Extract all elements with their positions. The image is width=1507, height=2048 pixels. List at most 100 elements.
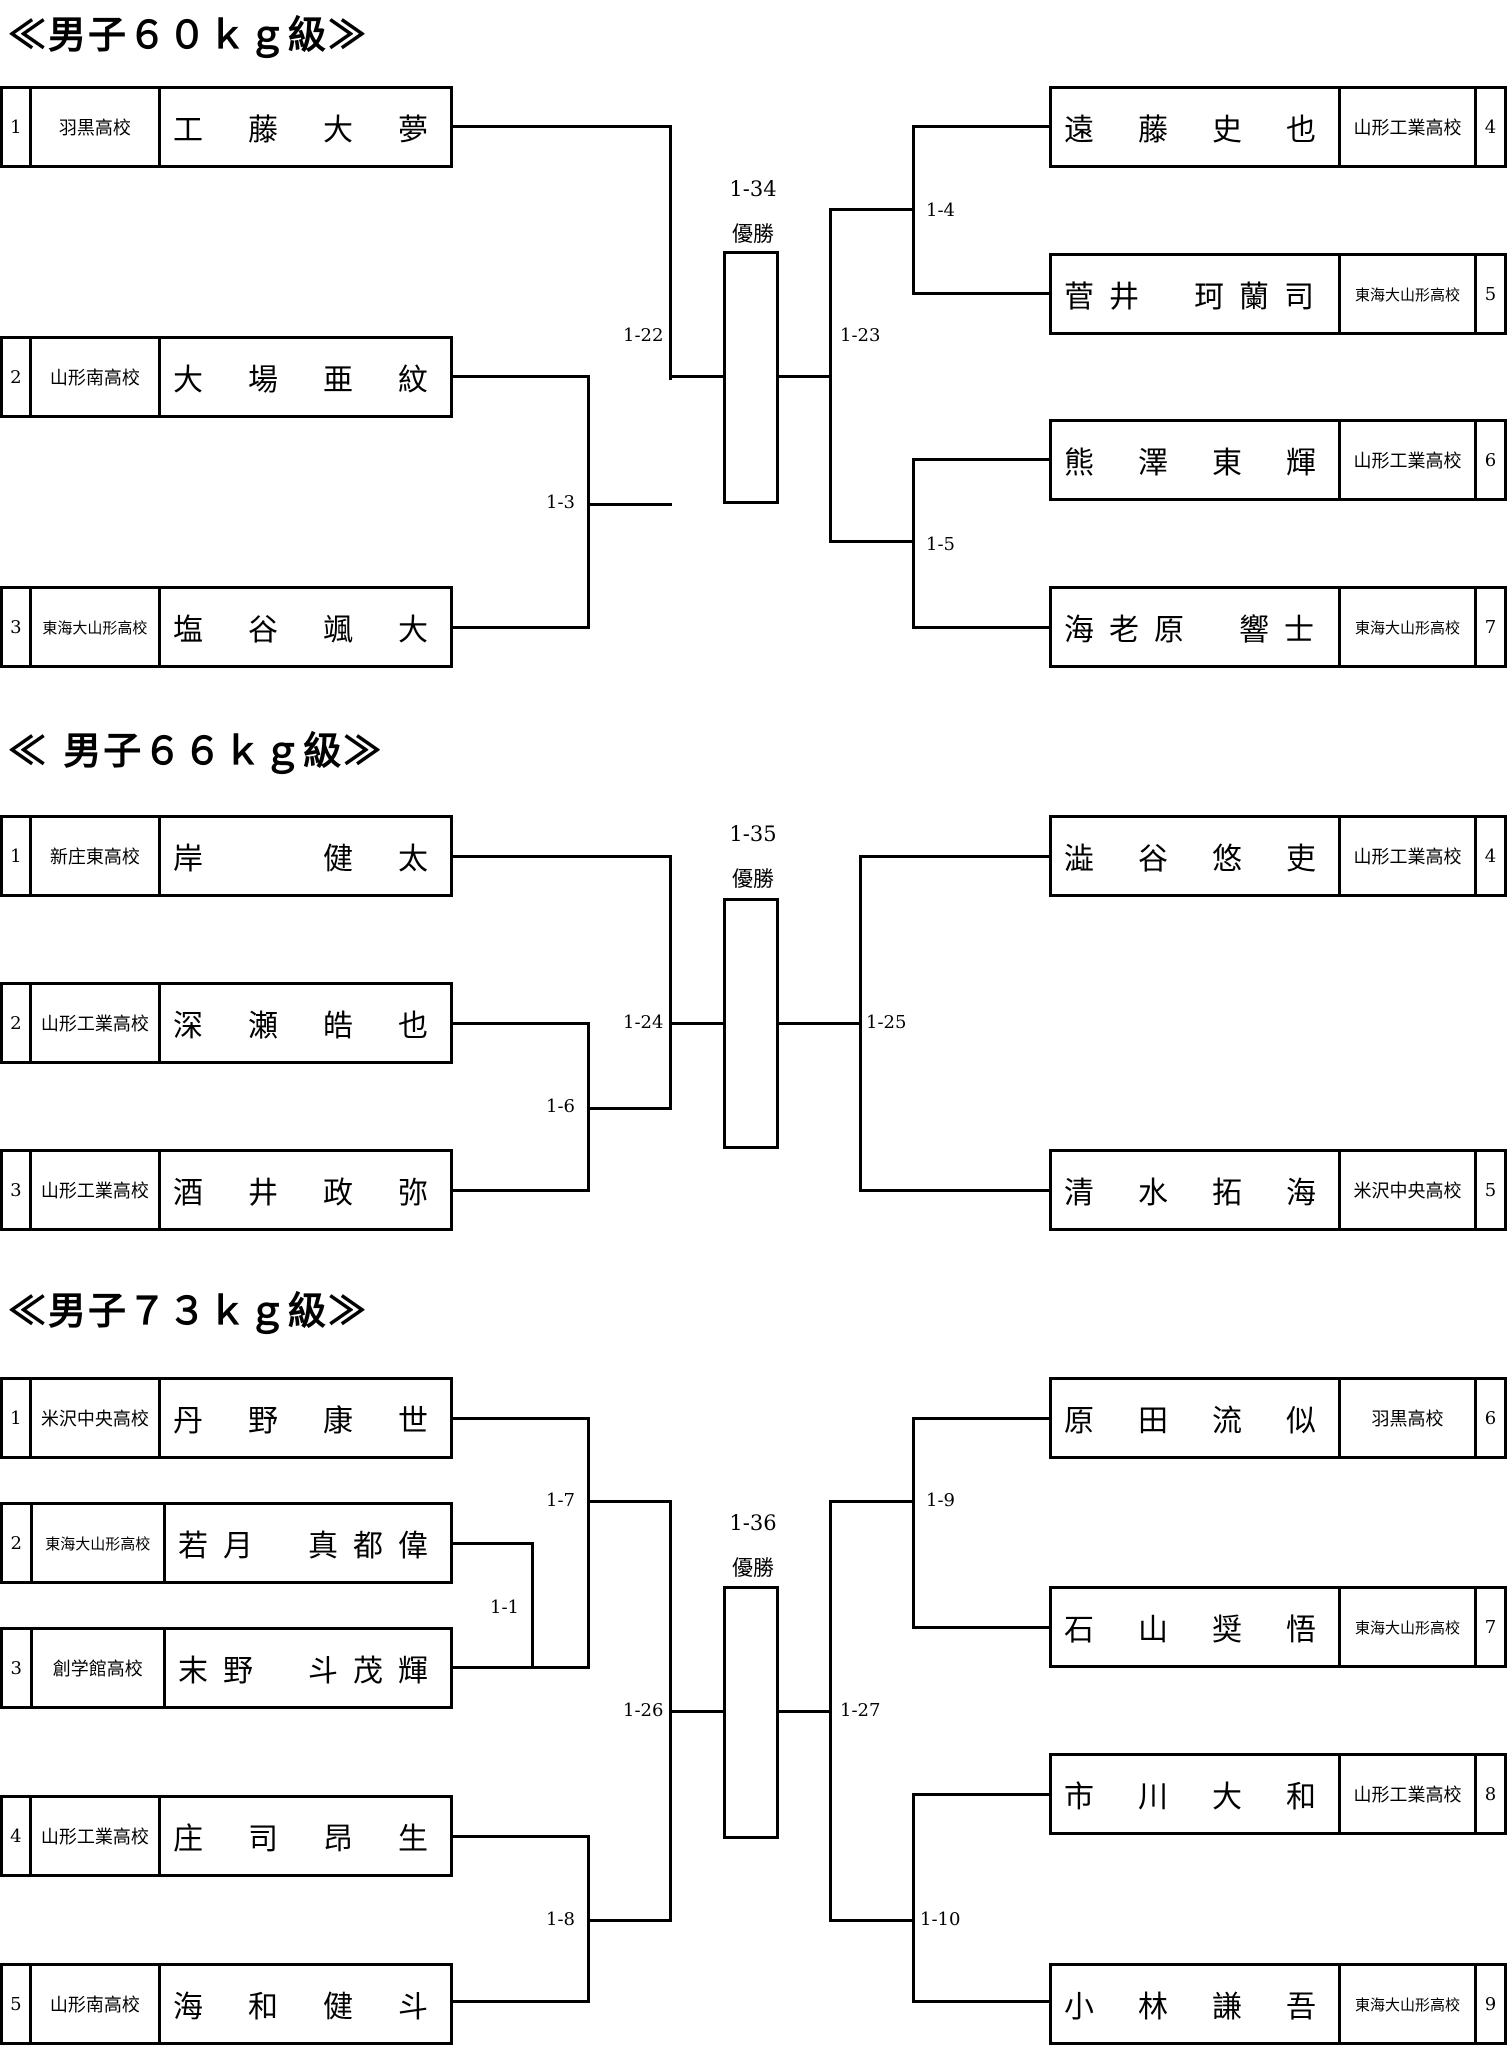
athlete-name: 塩谷颯大 <box>161 589 450 665</box>
name-char: 井 <box>1109 280 1141 315</box>
name-char: 流 <box>1212 1404 1244 1439</box>
name-char: 熊 <box>1064 446 1096 481</box>
name-char: 末 <box>178 1654 210 1689</box>
entry-73kg-6: 原田流似 羽黒高校 6 <box>1049 1377 1507 1459</box>
name-char: 谷 <box>248 613 280 648</box>
school-name: 山形工業高校 <box>32 985 161 1061</box>
entry-73kg-1: 1 米沢中央高校 丹野康世 <box>0 1377 453 1459</box>
match-number: 1-8 <box>546 1909 575 1930</box>
name-char: 也 <box>1286 113 1318 148</box>
name-char: 健 <box>323 842 355 877</box>
name-char: 似 <box>1286 1404 1318 1439</box>
entry-66kg-3: 3 山形工業高校 酒井政弥 <box>0 1149 453 1231</box>
name-char: 大 <box>398 613 430 648</box>
entry-66kg-2: 2 山形工業高校 深 瀬 皓 也 <box>0 982 453 1064</box>
seed-number: 2 <box>3 339 32 415</box>
athlete-name: 熊澤東輝 <box>1052 422 1338 498</box>
name-char: 深 <box>173 1009 205 1044</box>
athlete-name: 酒井政弥 <box>161 1152 450 1228</box>
seed-number: 6 <box>1474 1380 1504 1456</box>
school-name: 羽黒高校 <box>1338 1380 1474 1456</box>
name-char: 藤 <box>248 113 280 148</box>
name-char: 響 <box>1239 613 1271 648</box>
seed-number: 9 <box>1474 1966 1504 2042</box>
name-char: 謙 <box>1212 1990 1244 2025</box>
champion-label: 優勝 <box>732 1556 774 1580</box>
name-char: 塩 <box>173 613 205 648</box>
seed-number: 3 <box>3 1630 33 1706</box>
name-char: 健 <box>323 1990 355 2025</box>
athlete-name: 岸健太 <box>161 818 450 894</box>
name-char: 政 <box>323 1176 355 1211</box>
school-name: 山形工業高校 <box>1338 818 1474 894</box>
athlete-name: 海和健斗 <box>161 1966 450 2042</box>
athlete-name: 石山奨悟 <box>1052 1589 1338 1665</box>
school-name: 東海大山形高校 <box>33 1505 166 1581</box>
name-char: 悠 <box>1212 842 1244 877</box>
name-char: 海 <box>1064 613 1096 648</box>
match-number: 1-7 <box>546 1490 575 1511</box>
school-name: 創学館高校 <box>33 1630 166 1706</box>
name-char: 川 <box>1138 1780 1170 1815</box>
name-char: 遠 <box>1064 113 1096 148</box>
entry-73kg-9: 小林謙吾 東海大山形高校 9 <box>1049 1963 1507 2045</box>
entry-73kg-5: 5 山形南高校 海和健斗 <box>0 1963 453 2045</box>
name-char: 場 <box>248 363 280 398</box>
entry-73kg-8: 市川大和 山形工業高校 8 <box>1049 1753 1507 1835</box>
seed-number: 5 <box>1474 256 1504 332</box>
school-name: 東海大山形高校 <box>1338 1966 1474 2042</box>
school-name: 山形工業高校 <box>32 1152 161 1228</box>
name-char: 昂 <box>323 1822 355 1857</box>
athlete-name: 菅井珂蘭司 <box>1052 256 1338 332</box>
name-char: 瀬 <box>248 1009 280 1044</box>
match-number: 1-22 <box>623 325 664 346</box>
name-char: 士 <box>1284 613 1316 648</box>
bracket-title-66kg: ≪ 男子６６ｋｇ級≫ <box>8 728 384 773</box>
name-char: 若 <box>178 1529 210 1564</box>
name-char: 也 <box>398 1009 430 1044</box>
match-number: 1-27 <box>840 1700 881 1721</box>
name-char: 康 <box>323 1404 355 1439</box>
entry-60kg-1: 1 羽黒高校 工藤大夢 <box>0 86 453 168</box>
name-char: 亜 <box>323 363 355 398</box>
school-name: 米沢中央高校 <box>1338 1152 1474 1228</box>
seed-number: 4 <box>3 1798 32 1874</box>
name-char: 司 <box>1284 280 1316 315</box>
name-char: 丹 <box>173 1404 205 1439</box>
seed-number: 1 <box>3 818 32 894</box>
name-char: 皓 <box>323 1009 355 1044</box>
entry-73kg-7: 石山奨悟 東海大山形高校 7 <box>1049 1586 1507 1668</box>
champion-label: 優勝 <box>732 867 774 891</box>
match-number: 1-10 <box>920 1909 961 1930</box>
name-char: 大 <box>173 363 205 398</box>
name-char: 市 <box>1064 1780 1096 1815</box>
bracket-title-73kg: ≪男子７３ｋｇ級≫ <box>8 1288 369 1333</box>
name-char: 野 <box>223 1654 255 1689</box>
athlete-name: 若月真都偉 <box>166 1505 450 1581</box>
match-number: 1-1 <box>490 1597 519 1618</box>
name-char: 澁 <box>1064 842 1096 877</box>
name-char: 小 <box>1064 1990 1096 2025</box>
name-char: 奨 <box>1212 1613 1244 1648</box>
name-char: 珂 <box>1194 280 1226 315</box>
school-name: 東海大山形高校 <box>1338 1589 1474 1665</box>
athlete-name: 工藤大夢 <box>161 89 450 165</box>
entry-66kg-5: 清水拓海 米沢中央高校 5 <box>1049 1149 1507 1231</box>
seed-number: 5 <box>3 1966 32 2042</box>
seed-number: 2 <box>3 985 32 1061</box>
match-number: 1-24 <box>623 1012 664 1033</box>
seed-number: 6 <box>1474 422 1504 498</box>
name-char: 野 <box>248 1404 280 1439</box>
name-char: 山 <box>1138 1613 1170 1648</box>
athlete-name: 海老原響士 <box>1052 589 1338 665</box>
school-name: 山形工業高校 <box>1338 422 1474 498</box>
name-char: 斗 <box>308 1654 340 1689</box>
match-number: 1-5 <box>926 534 955 555</box>
name-char: 庄 <box>173 1822 205 1857</box>
name-char: 老 <box>1109 613 1141 648</box>
seed-number: 2 <box>3 1505 33 1581</box>
name-char: 菅 <box>1064 280 1096 315</box>
match-number: 1-4 <box>926 200 955 221</box>
entry-73kg-4: 4 山形工業高校 庄司昂生 <box>0 1795 453 1877</box>
match-number: 1-23 <box>840 325 881 346</box>
